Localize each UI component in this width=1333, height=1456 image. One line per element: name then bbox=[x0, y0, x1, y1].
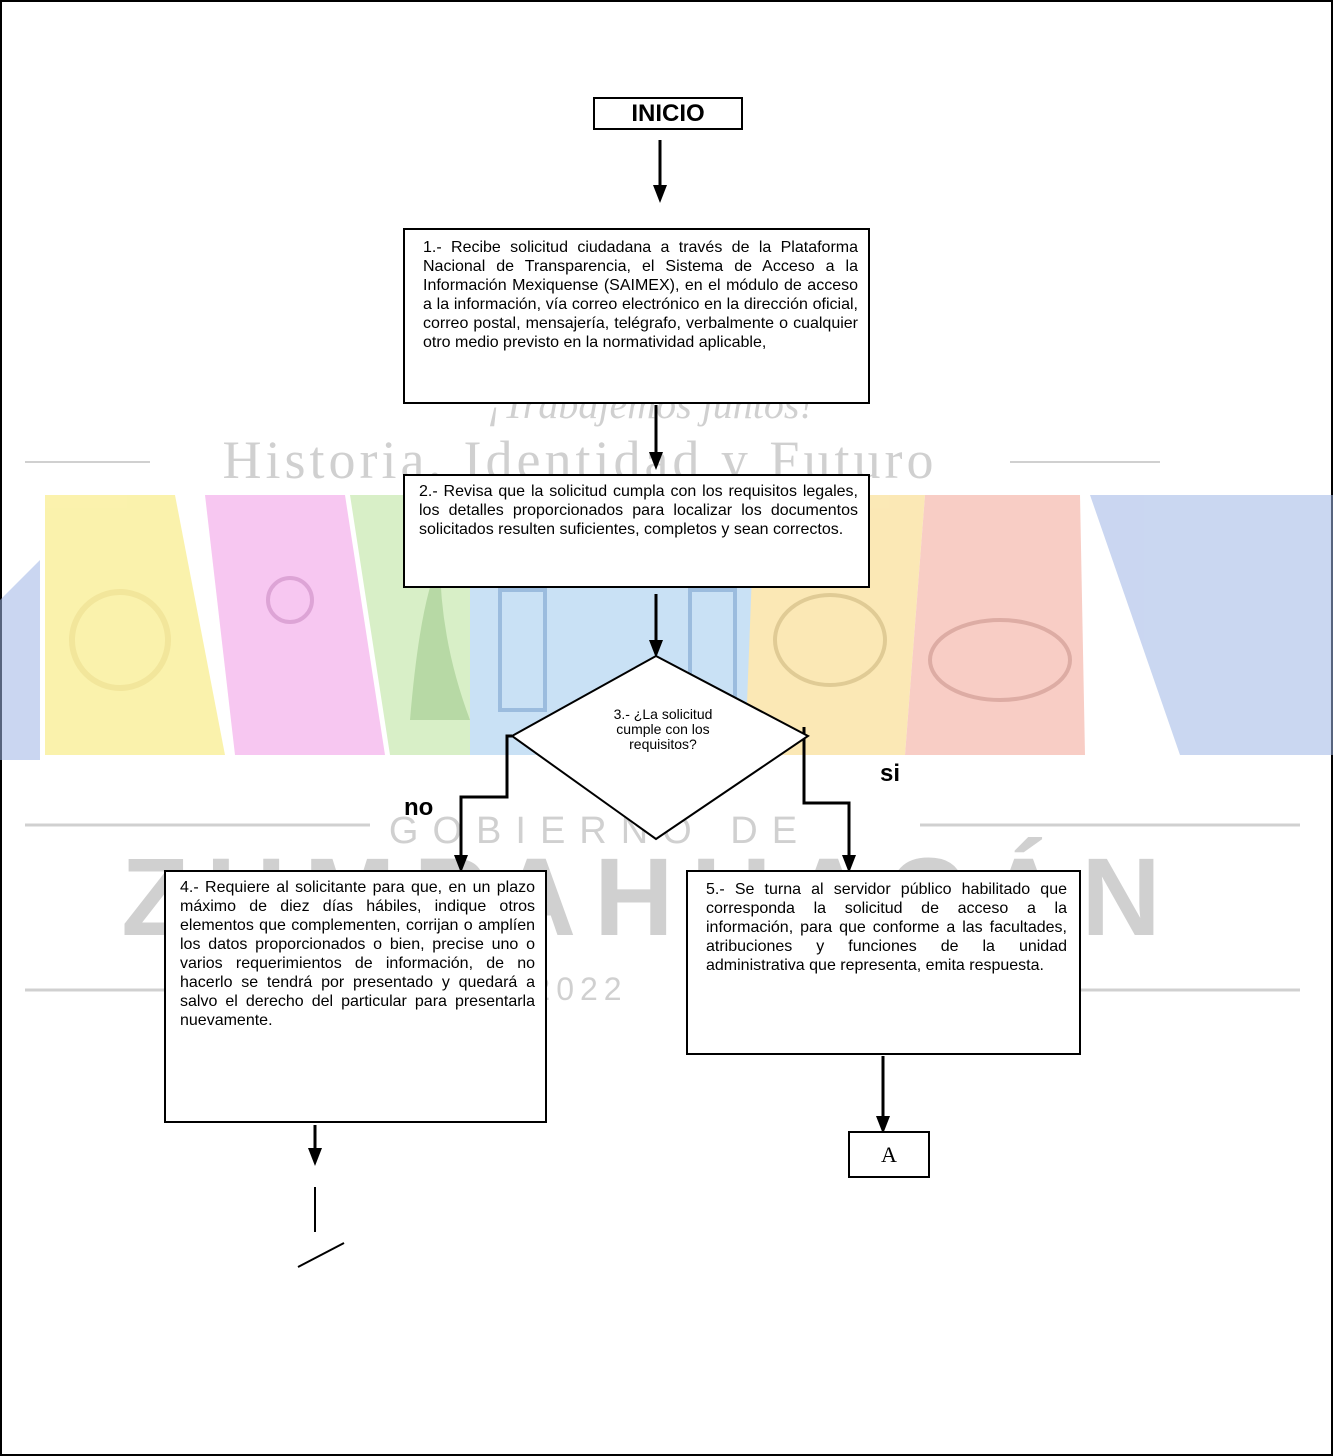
step-4-box: 4.- Requiere al solicitante para que, en… bbox=[164, 870, 547, 1123]
step-5-box: 5.- Se turna al servidor público habilit… bbox=[686, 870, 1081, 1055]
watermark-government: GOBIERNO DE bbox=[389, 810, 811, 852]
arrow-decision-no bbox=[459, 734, 512, 859]
watermark-year: 2022 bbox=[532, 971, 627, 1007]
start-node: INICIO bbox=[593, 97, 743, 130]
watermark-panel-blue-left bbox=[0, 560, 40, 760]
watermark-sun-icon bbox=[69, 589, 171, 691]
watermark-church-icon bbox=[498, 588, 547, 712]
step-5-text: 5.- Se turna al servidor público habilit… bbox=[706, 881, 1067, 974]
watermark-dancer-icon bbox=[266, 576, 314, 624]
watermark-panel-blue-right bbox=[1090, 495, 1333, 755]
arrow-decision-si bbox=[802, 727, 851, 859]
watermark-basket-icon bbox=[773, 593, 887, 687]
step-2-text: 2.- Revisa que la solicitud cumpla con l… bbox=[419, 483, 858, 538]
connector-a: A bbox=[848, 1131, 930, 1178]
branch-no-label: no bbox=[404, 794, 434, 821]
end-slash bbox=[297, 1242, 345, 1268]
decision-3-text: 3.- ¿La solicitud cumple con los requisi… bbox=[613, 707, 713, 752]
watermark-panel-yellow bbox=[45, 495, 225, 755]
step-2-box: 2.- Revisa que la solicitud cumpla con l… bbox=[403, 474, 870, 588]
decision-diamond bbox=[510, 654, 810, 841]
step-4-text: 4.- Requiere al solicitante para que, en… bbox=[180, 879, 535, 1029]
branch-si-label: si bbox=[880, 760, 901, 787]
watermark-agave-icon bbox=[410, 560, 470, 720]
watermark-panel-pink bbox=[205, 495, 385, 755]
step-1-box: 1.- Recibe solicitud ciudadana a través … bbox=[403, 228, 870, 404]
step-1-text: 1.- Recibe solicitud ciudadana a través … bbox=[423, 239, 858, 351]
watermark-pottery-icon bbox=[928, 618, 1072, 702]
